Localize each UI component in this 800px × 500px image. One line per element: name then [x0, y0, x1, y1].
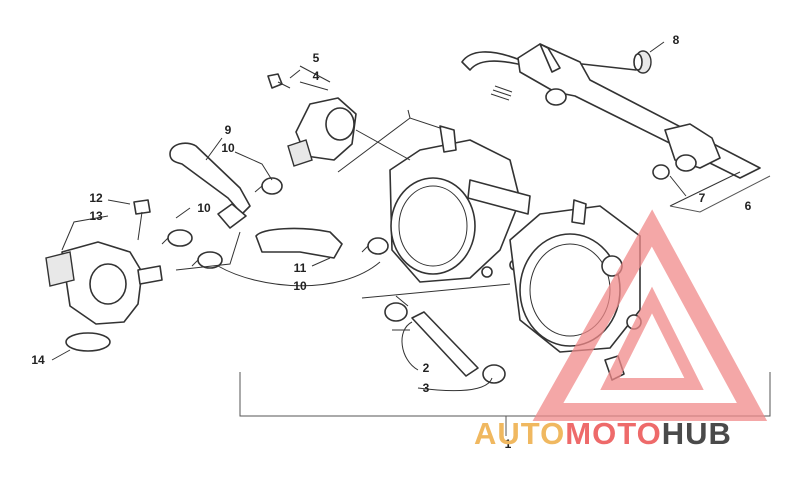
callout-5: 5 [313, 51, 320, 65]
hose-short-10 [217, 203, 247, 229]
watermark-text: AUTOMOTOHUB [474, 416, 732, 452]
callout-10-lower: 10 [293, 279, 307, 293]
clamp-10a [254, 177, 283, 195]
sensor-screw [267, 73, 291, 89]
watermark-logo [532, 209, 768, 421]
callout-7: 7 [699, 191, 706, 205]
valve-screw [133, 199, 151, 241]
fuel-rail-cap [633, 50, 652, 74]
callout-11: 11 [294, 261, 307, 275]
watermark-part-moto: MOTO [565, 416, 662, 451]
callout-4: 4 [313, 69, 320, 83]
watermark-part-hub: HUB [661, 416, 732, 451]
throttle-body-front [389, 125, 531, 283]
hose-2 [411, 311, 479, 377]
callout-1: 1 [505, 437, 512, 451]
callout-12: 12 [89, 191, 103, 205]
throttle-position-sensor [287, 97, 357, 167]
callout-14: 14 [31, 353, 45, 367]
idle-air-valve [45, 241, 163, 352]
callout-13: 13 [89, 209, 103, 223]
callout-10-middle: 10 [197, 201, 211, 215]
callouts: 1 2 3 4 5 6 7 8 9 10 10 10 11 12 13 14 [31, 33, 751, 451]
assembly-bracket [239, 372, 771, 417]
fuel-rail [461, 43, 761, 179]
callout-2: 2 [423, 361, 430, 375]
leader-lines [51, 41, 741, 392]
callout-10-upper: 10 [221, 141, 235, 155]
clamp-10d [361, 237, 389, 255]
clamp-3b [482, 364, 506, 384]
fuel-rail-bracket [669, 175, 771, 213]
callout-6: 6 [745, 199, 752, 213]
clamp-3a [384, 302, 408, 322]
o-ring-7 [652, 164, 670, 180]
callout-9: 9 [225, 123, 232, 137]
callout-3: 3 [423, 381, 430, 395]
clamp-10c [191, 251, 223, 269]
o-ring-14 [65, 332, 111, 352]
callout-8: 8 [673, 33, 680, 47]
clamp-10b [161, 229, 193, 247]
hose-11 [255, 227, 343, 259]
watermark-part-auto: AUTO [474, 416, 566, 451]
hose-9 [169, 142, 251, 215]
